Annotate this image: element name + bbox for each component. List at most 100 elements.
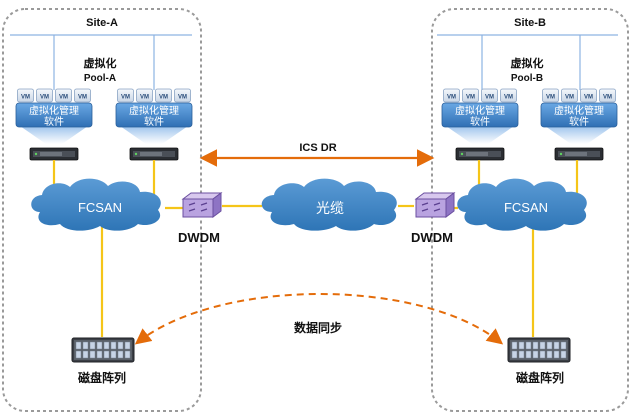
disk-drive [103, 350, 110, 359]
disk-drive [110, 341, 117, 350]
disk-drive [560, 350, 567, 359]
vm-label: VM [159, 95, 168, 101]
vm-box [74, 88, 91, 103]
site-b-storage-icon [507, 337, 571, 363]
site-a-pool-line1: 虚拟化 [84, 56, 117, 70]
vm-label: VM [447, 95, 456, 101]
vm-label: VM [78, 95, 87, 101]
site-a-title: Site-A [86, 17, 118, 29]
site-b-dwdm-icon [414, 192, 456, 218]
vm-label: VM [21, 95, 30, 101]
site-a-storage-icon [71, 337, 135, 363]
site-b-pool-line1: 虚拟化 [511, 56, 544, 70]
vm-box [599, 88, 616, 103]
vm-box [580, 88, 597, 103]
vm-box [462, 88, 479, 103]
vm-label: VM [565, 95, 574, 101]
disk-drive [532, 341, 539, 350]
mgmt-software-box [441, 102, 519, 128]
mgmt-software-label-line2: 软件 [144, 115, 164, 128]
fc-links [52, 160, 579, 337]
mgmt-software-box [540, 102, 618, 128]
vm-box [481, 88, 498, 103]
mgmt-software-label-line2: 软件 [569, 115, 589, 128]
vm-box [136, 88, 153, 103]
site-a-storage-label: 磁盘阵列 [77, 370, 126, 385]
disk-drive [560, 341, 567, 350]
vm-label: VM [40, 95, 49, 101]
server-icon [455, 147, 505, 161]
mgmt-funnel [120, 126, 188, 144]
vm-box [17, 88, 34, 103]
vm-box [542, 88, 559, 103]
fiber-cloud: 光缆 [261, 178, 397, 231]
vm-label: VM [466, 95, 475, 101]
disk-drive [511, 350, 518, 359]
disk-drive [539, 341, 546, 350]
site-a-fcsan-cloud: FCSAN [31, 178, 161, 231]
disk-drive [117, 341, 124, 350]
site-a-pool-line2: Pool-A [84, 73, 116, 84]
vm-box [174, 88, 191, 103]
disk-drive [96, 350, 103, 359]
site-b-title: Site-B [514, 17, 546, 29]
vm-box [55, 88, 72, 103]
server-units [29, 147, 604, 161]
disk-drive [553, 341, 560, 350]
vm-label: VM [178, 95, 187, 101]
fiber-label: 光缆 [316, 201, 344, 217]
site-b-fcsan-label: FCSAN [504, 200, 548, 215]
vm-box [500, 88, 517, 103]
vm-label: VM [603, 95, 612, 101]
vm-box [443, 88, 460, 103]
site-b-network [437, 34, 618, 90]
server-icon [554, 147, 604, 161]
disk-drive [124, 350, 131, 359]
mgmt-software-label-line2: 软件 [470, 115, 490, 128]
mgmt-software-label-line1: 虚拟化管理 [29, 104, 79, 117]
vm-box [36, 88, 53, 103]
disk-drive [546, 341, 553, 350]
disk-drive [75, 341, 82, 350]
site-a-fcsan-label: FCSAN [78, 200, 122, 215]
site-a-dwdm-label: DWDM [178, 230, 220, 245]
site-a-network [10, 34, 192, 90]
disk-drive [553, 350, 560, 359]
disk-drive [75, 350, 82, 359]
ics-dr-label: ICS DR [299, 142, 336, 154]
mgmt-software-label-line1: 虚拟化管理 [455, 104, 505, 117]
mgmt-software-label-line1: 虚拟化管理 [554, 104, 604, 117]
vm-label: VM [584, 95, 593, 101]
mgmt-funnel [545, 126, 613, 144]
vm-box [155, 88, 172, 103]
server-icon [29, 147, 79, 161]
disk-drive [82, 350, 89, 359]
disk-drive [532, 350, 539, 359]
mgmt-software-box [115, 102, 193, 128]
disk-drive [96, 341, 103, 350]
vm-label: VM [485, 95, 494, 101]
vm-label: VM [546, 95, 555, 101]
disk-drive [518, 341, 525, 350]
disk-drive [525, 350, 532, 359]
disk-drive [82, 341, 89, 350]
vm-label: VM [140, 95, 149, 101]
disk-drive [103, 341, 110, 350]
disk-drive [539, 350, 546, 359]
vm-label: VM [504, 95, 513, 101]
mgmt-funnel [20, 126, 88, 144]
disk-drive [110, 350, 117, 359]
disk-drive [525, 341, 532, 350]
mgmt-software-label-line1: 虚拟化管理 [129, 104, 179, 117]
site-b-storage-label: 磁盘阵列 [515, 370, 564, 385]
vm-box [561, 88, 578, 103]
vm-label: VM [121, 95, 130, 101]
server-icon [129, 147, 179, 161]
disk-drive [518, 350, 525, 359]
